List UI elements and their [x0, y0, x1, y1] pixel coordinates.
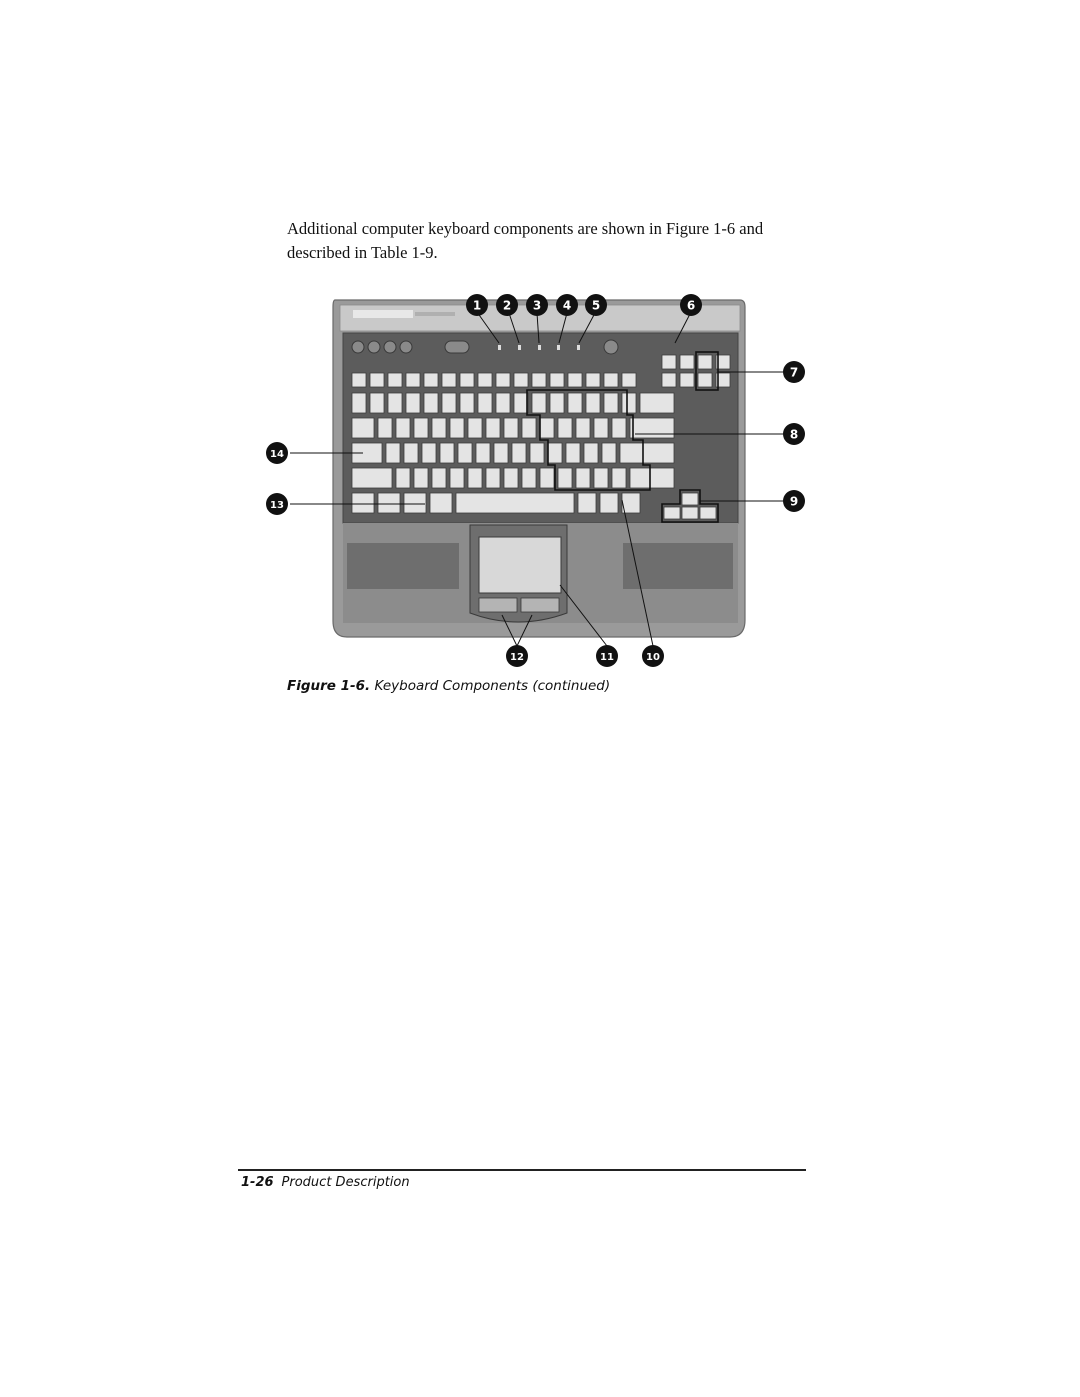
- page-footer: 1-26 Product Description: [241, 1175, 410, 1190]
- callout-label: 11: [600, 652, 614, 663]
- callout-8-icon: [783, 423, 805, 445]
- callout-label: 8: [790, 428, 798, 442]
- callout-11-icon: [596, 645, 618, 667]
- callout-label: 7: [790, 366, 798, 380]
- callout-label: 10: [646, 652, 660, 663]
- figure-caption: Figure 1-6. Keyboard Components (continu…: [287, 678, 610, 694]
- callout-14-icon: [266, 442, 288, 464]
- callout-label: 9: [790, 495, 798, 509]
- footer-divider: [238, 1169, 806, 1171]
- callout-6-icon: [680, 294, 702, 316]
- callout-10-icon: [642, 645, 664, 667]
- callout-5-icon: [585, 294, 607, 316]
- callout-label: 13: [270, 500, 284, 511]
- callout-label: 3: [533, 299, 541, 313]
- callout-13-icon: [266, 493, 288, 515]
- section-name: Product Description: [281, 1175, 410, 1190]
- callout-12-icon: [506, 645, 528, 667]
- callout-3-icon: [526, 294, 548, 316]
- intro-paragraph: Additional computer keyboard components …: [287, 218, 764, 262]
- callout-label: 1: [473, 299, 481, 313]
- keyboard-figure: 1 2 3 4 5 6 7 8 9 10 11 12 13 14: [255, 285, 815, 675]
- callout-label: 14: [270, 449, 284, 460]
- figure-label: Figure 1-6.: [287, 678, 371, 694]
- callout-label: 4: [563, 299, 571, 313]
- callout-4-icon: [556, 294, 578, 316]
- figure-title: Keyboard Components (continued): [374, 678, 611, 694]
- callout-label: 2: [503, 299, 511, 313]
- callout-1-icon: [466, 294, 488, 316]
- keyboard-illustration: 1 2 3 4 5 6 7 8 9 10 11 12 13 14: [266, 294, 805, 667]
- callout-label: 6: [687, 299, 695, 313]
- callout-label: 12: [510, 652, 524, 663]
- page-number: 1-26: [241, 1175, 274, 1190]
- callout-2-icon: [496, 294, 518, 316]
- callout-label: 5: [592, 299, 600, 313]
- callout-9-icon: [783, 490, 805, 512]
- callout-7-icon: [783, 361, 805, 383]
